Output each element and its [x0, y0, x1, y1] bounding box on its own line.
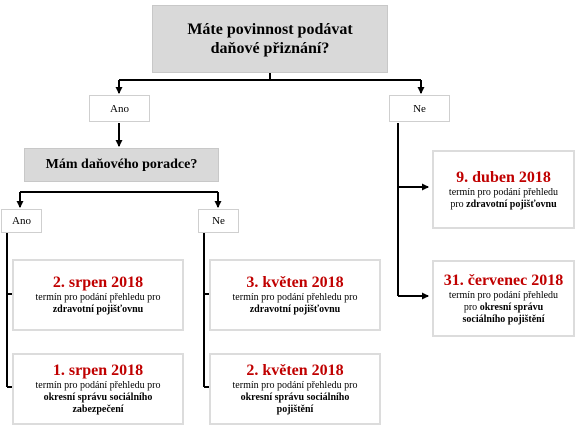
deadline-description-institution: okresní správu sociálního pojištění [240, 392, 350, 415]
answer-yes-tax-return-text: Ano [110, 102, 129, 115]
answer-no-tax-return-text: Ne [413, 102, 426, 115]
question-tax-advisor-text: Mám daňového poradce? [45, 157, 198, 172]
deadline-description-institution: zdravotní pojišťovnu [249, 304, 341, 315]
deadline-description: termín pro podání přehledu pro okresní s… [440, 290, 567, 326]
deadline-date: 31. červenec 2018 [443, 271, 564, 289]
answer-no-tax-return: Ne [389, 95, 450, 122]
deadline-date: 9. duben 2018 [456, 168, 551, 186]
deadline-card-aug2: 2. srpen 2018 termín pro podání přehledu… [12, 259, 184, 331]
deadline-date: 3. květen 2018 [246, 274, 344, 291]
deadline-description: termín pro podání přehledu pro okresní s… [233, 380, 358, 416]
deadline-description: termín pro podání přehledu pro okresní s… [36, 380, 161, 416]
deadline-card-may2: 2. květen 2018 termín pro podání přehled… [209, 353, 381, 425]
deadline-description-lead: termín pro podání přehledu pro [232, 292, 358, 303]
answer-yes-advisor-text: Ano [12, 215, 31, 227]
deadline-card-apr9: 9. duben 2018 termín pro podání přehledu… [432, 150, 575, 229]
deadline-card-aug1: 1. srpen 2018 termín pro podání přehledu… [12, 353, 184, 425]
question-tax-return-text: Máte povinnost podávat daňové přiznání? [187, 21, 353, 57]
deadline-card-may3: 3. květen 2018 termín pro podání přehled… [209, 259, 381, 331]
deadline-date: 2. srpen 2018 [52, 274, 144, 291]
deadline-description-institution: okresní správu sociálního zabezpečení [43, 392, 153, 415]
deadline-description-lead: termín pro podání přehledu pro [232, 380, 358, 391]
answer-yes-advisor: Ano [1, 209, 42, 233]
deadline-description: termín pro podání přehledu pro zdravotní… [233, 292, 358, 316]
deadline-description-institution: zdravotní pojišťovnu [466, 198, 557, 210]
deadline-description-lead: termín pro podání přehledu pro [35, 380, 161, 391]
deadline-description-lead: termín pro podání přehledu pro [35, 292, 161, 303]
deadline-description-lead: termín pro podání přehledu pro [448, 186, 559, 210]
deadline-description-lead: termín pro podání přehledu pro [448, 289, 559, 313]
deadline-description: termín pro podání přehledu pro zdravotní… [36, 292, 161, 316]
answer-no-advisor-text: Ne [212, 215, 225, 227]
deadline-date: 2. květen 2018 [246, 362, 344, 379]
deadline-description-institution: okresní správu sociálního pojištění [462, 301, 545, 325]
question-tax-advisor: Mám daňového poradce? [24, 148, 219, 182]
deadline-description: termín pro podání přehledu pro zdravotní… [440, 187, 567, 211]
deadline-description-institution: zdravotní pojišťovnu [52, 304, 144, 315]
question-tax-return: Máte povinnost podávat daňové přiznání? [152, 5, 388, 73]
deadline-date: 1. srpen 2018 [52, 362, 144, 379]
deadline-card-jul31: 31. červenec 2018 termín pro podání přeh… [432, 260, 575, 337]
answer-no-advisor: Ne [198, 209, 239, 233]
answer-yes-tax-return: Ano [89, 95, 150, 122]
